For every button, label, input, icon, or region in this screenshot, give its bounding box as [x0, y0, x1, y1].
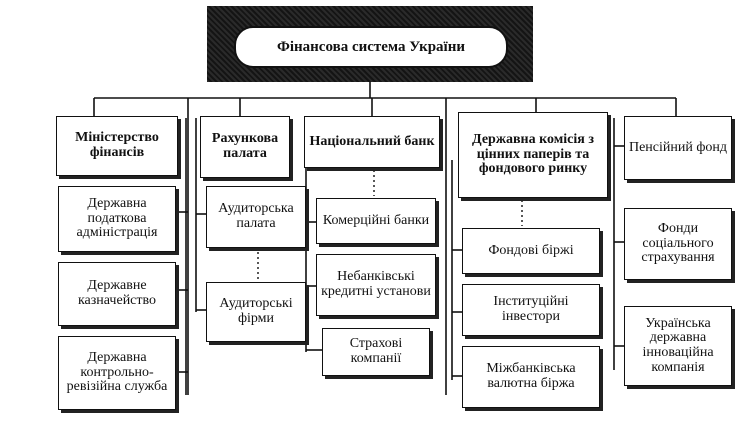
box-label: Фонди соціального страхування	[641, 220, 715, 266]
box-label: Державна контрольно-ревізійна служба	[66, 349, 168, 395]
box-treasury: Державне казначейство	[58, 262, 176, 326]
box-label: Державне казначейство	[77, 278, 157, 308]
box-accounts-chamber: Рахункова палата	[200, 116, 290, 178]
box-ministry-of-finance: Міністерство фінансів	[56, 116, 178, 176]
box-securities-commission: Державна комісія з цінних паперів та фон…	[458, 112, 608, 198]
box-institutional-investors: Інституційні інвестори	[462, 284, 600, 336]
box-innovation-company: Українська державна інноваційна компанія	[624, 306, 732, 386]
box-label: Страхові компанії	[349, 336, 403, 366]
box-label: Комерційні банки	[322, 212, 430, 228]
box-label: Державна податкова адміністрація	[76, 195, 158, 241]
box-label: Інституційні інвестори	[493, 294, 569, 324]
box-tax-administration: Державна податкова адміністрація	[58, 186, 176, 252]
box-audit-chamber: Аудиторська палата	[206, 186, 306, 248]
box-insurance-companies: Страхові компанії	[322, 328, 430, 376]
diagram-title: Фінансова система України	[234, 26, 508, 68]
box-label: Аудиторські фірми	[219, 296, 293, 326]
box-label: Аудиторська палата	[218, 201, 294, 231]
box-label: Пенсійний фонд	[628, 139, 728, 155]
box-interbank-currency-exchange: Міжбанківська валютна біржа	[462, 346, 600, 408]
box-label: Небанківські кредитні установи	[321, 269, 431, 299]
box-social-insurance-funds: Фонди соціального страхування	[624, 208, 732, 280]
box-label: Фондові біржі	[488, 242, 574, 258]
box-commercial-banks: Комерційні банки	[316, 198, 436, 244]
box-label: Державна комісія з цінних паперів та фон…	[472, 131, 594, 177]
box-audit-firms: Аудиторські фірми	[206, 282, 306, 342]
box-label: Рахункова палата	[211, 131, 279, 161]
box-pension-fund: Пенсійний фонд	[624, 116, 732, 180]
box-label: Міністерство фінансів	[75, 130, 159, 160]
box-nonbank-credit: Небанківські кредитні установи	[316, 254, 436, 316]
box-label: Національний банк	[309, 133, 435, 149]
box-label: Українська державна інноваційна компанія	[642, 315, 714, 375]
box-stock-exchanges: Фондові біржі	[462, 228, 600, 274]
box-control-audit-service: Державна контрольно-ревізійна служба	[58, 336, 176, 410]
box-national-bank: Національний банк	[304, 116, 440, 168]
box-label: Міжбанківська валютна біржа	[486, 361, 576, 391]
